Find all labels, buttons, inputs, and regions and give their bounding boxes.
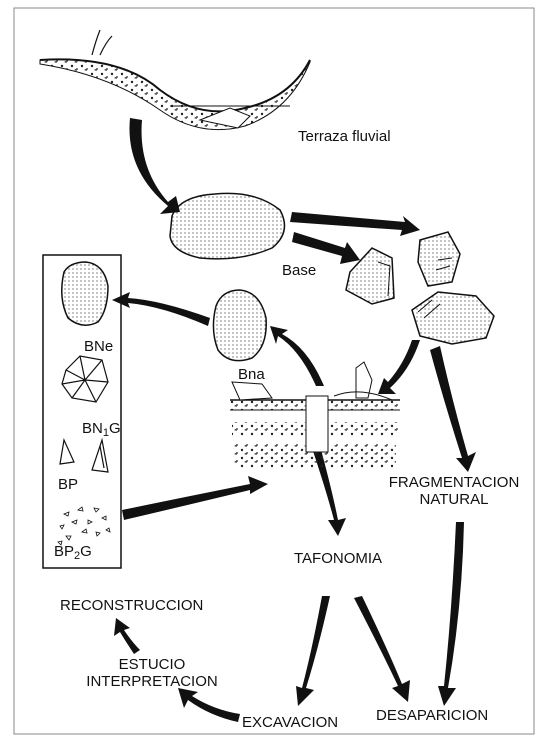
label-bna: Bna (238, 366, 265, 383)
arrow-fragment-to-pit (378, 340, 420, 394)
label-bne: BNe (84, 338, 113, 355)
bn1g-tools-drawing (60, 440, 108, 472)
label-terraza-fluvial: Terraza fluvial (298, 128, 391, 145)
arrow-terraza-to-base (129, 118, 180, 214)
label-bn1g: BN1G (82, 420, 121, 440)
label-bp2g-main: BP (54, 543, 74, 560)
arrow-fragment-to-fragmentacion (430, 346, 476, 472)
bna-cobble-illustration (213, 290, 266, 361)
label-bn1g-end: G (109, 420, 121, 437)
label-fragmentacion-natural: FRAGMENTACION NATURAL (389, 474, 520, 509)
fluvial-terrace-illustration (40, 30, 310, 130)
label-bp2g: BP2G (54, 543, 92, 563)
label-tafonomia: TAFONOMIA (294, 550, 382, 567)
label-fragmentacion-line2: NATURAL (389, 491, 520, 508)
label-desaparicion: DESAPARICION (376, 707, 488, 724)
base-cobble-illustration (170, 193, 285, 259)
natural-fragments-illustration (346, 232, 494, 344)
bne-core-drawing (62, 356, 108, 402)
arrow-base-to-fragment-mid (292, 232, 360, 264)
arrow-estudio-to-reconstruccion (114, 618, 140, 654)
label-estudio-interpretacion: ESTUCIO INTERPRETACION (86, 656, 217, 691)
label-bp: BP (58, 476, 78, 493)
label-bp2g-end: G (80, 543, 92, 560)
bp2g-flakes-drawing (58, 507, 110, 545)
bn-cobble-drawing (62, 262, 108, 325)
label-fragmentacion-line1: FRAGMENTACION (389, 474, 520, 491)
arrow-box-to-pit (122, 476, 268, 520)
label-reconstruccion: RECONSTRUCCION (60, 597, 203, 614)
label-estudio-line1: ESTUCIO (86, 656, 217, 673)
arrow-excavacion-to-estudio (178, 688, 240, 722)
arrow-base-to-fragment-top (290, 212, 420, 236)
label-bn1g-main: BN (82, 420, 103, 437)
arrow-tafonomia-to-desaparicion (354, 596, 410, 702)
arrow-pit-to-bna (270, 326, 324, 386)
label-excavacion: EXCAVACION (242, 714, 338, 731)
arrow-fragmentacion-to-desaparicion (438, 522, 464, 706)
arrow-tafonomia-to-excavacion (296, 596, 330, 706)
label-estudio-line2: INTERPRETACION (86, 673, 217, 690)
arrow-bna-to-box (112, 292, 210, 326)
process-arrows (112, 118, 476, 722)
label-base: Base (282, 262, 316, 279)
